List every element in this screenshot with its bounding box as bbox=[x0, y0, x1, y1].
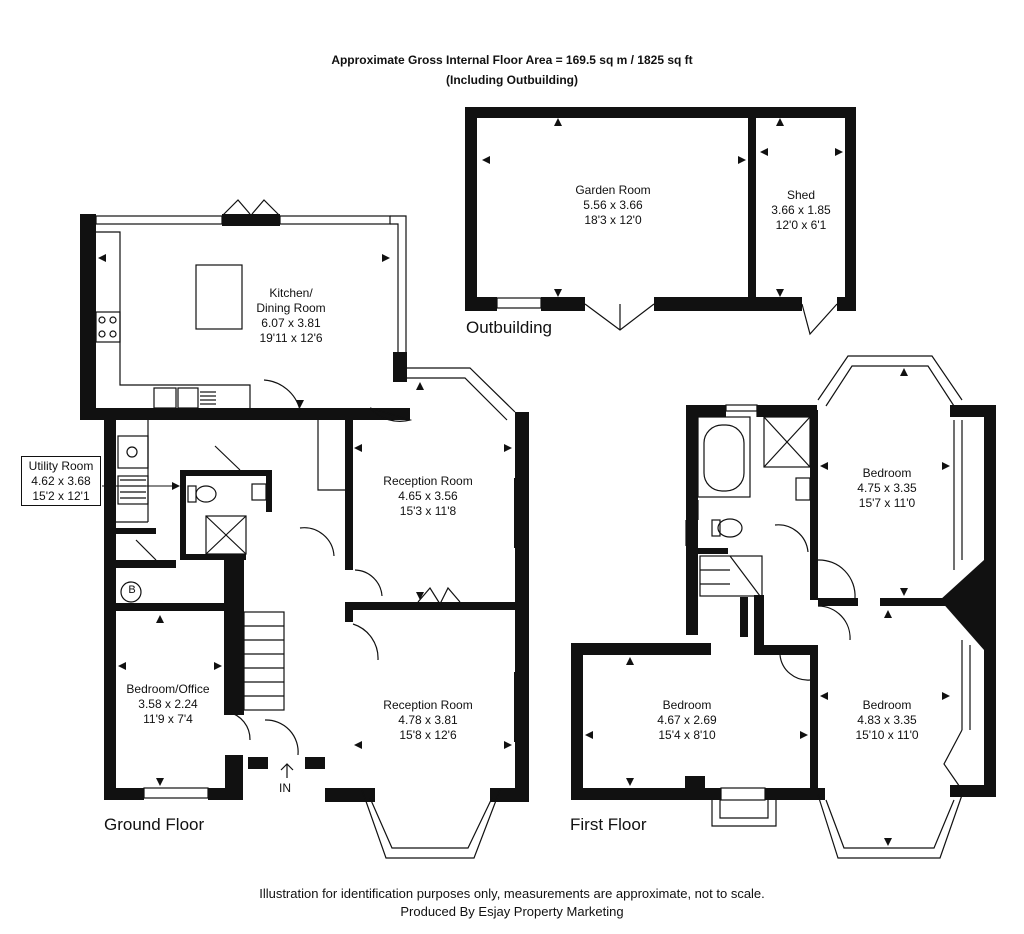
room-imperial: 15'4 x 8'10 bbox=[658, 728, 716, 742]
utility-room-label: Utility Room 4.62 x 3.68 15'2 x 12'1 bbox=[21, 456, 101, 506]
bedroom-top-right-label: Bedroom 4.75 x 3.35 15'7 x 11'0 bbox=[857, 466, 916, 511]
room-name: Bedroom bbox=[862, 466, 912, 480]
floor-area-subtitle: (Including Outbuilding) bbox=[446, 73, 578, 87]
room-metric: 4.65 x 3.56 bbox=[398, 489, 458, 503]
room-name: Bedroom/Office bbox=[126, 682, 210, 696]
reception-right-wall bbox=[515, 412, 529, 802]
room-imperial: 15'3 x 11'8 bbox=[399, 504, 457, 518]
floor-area-title: Approximate Gross Internal Floor Area = … bbox=[331, 53, 693, 67]
boiler-label: B bbox=[128, 584, 136, 596]
room-imperial: 15'7 x 11'0 bbox=[858, 496, 916, 510]
bedroom-left-label: Bedroom 4.67 x 2.69 15'4 x 8'10 bbox=[657, 698, 716, 743]
room-name: Kitchen/ bbox=[269, 286, 313, 300]
room-imperial: 15'10 x 11'0 bbox=[855, 728, 919, 742]
room-name: Garden Room bbox=[575, 183, 651, 197]
entrance-label: IN bbox=[279, 781, 291, 795]
reception-room-2-label: Reception Room 4.78 x 3.81 15'8 x 12'6 bbox=[383, 698, 472, 743]
room-imperial: 19'11 x 12'6 bbox=[259, 331, 323, 345]
room-name: Utility Room bbox=[28, 459, 94, 473]
ground-floor-heading: Ground Floor bbox=[104, 815, 205, 834]
room-name-2: Dining Room bbox=[256, 301, 326, 315]
room-metric: 4.83 x 3.35 bbox=[857, 713, 917, 727]
room-imperial: 15'8 x 12'6 bbox=[399, 728, 457, 742]
outbuilding-partition-wall bbox=[748, 107, 756, 297]
room-name: Bedroom bbox=[662, 698, 712, 712]
room-imperial: 12'0 x 6'1 bbox=[775, 218, 827, 232]
room-metric: 6.07 x 3.81 bbox=[261, 316, 321, 330]
room-metric: 4.78 x 3.81 bbox=[398, 713, 458, 727]
kitchen-label: Kitchen/ Dining Room 6.07 x 3.81 19'11 x… bbox=[256, 286, 325, 346]
outbuilding-heading: Outbuilding bbox=[466, 318, 553, 337]
room-name: Reception Room bbox=[383, 698, 473, 712]
room-metric: 3.66 x 1.85 bbox=[771, 203, 831, 217]
room-metric: 3.58 x 2.24 bbox=[138, 697, 198, 711]
first-floor-heading: First Floor bbox=[570, 815, 647, 834]
room-metric: 4.62 x 3.68 bbox=[31, 474, 91, 488]
entrance-arrow-icon bbox=[280, 763, 294, 778]
utility-pointer-arrow bbox=[102, 482, 180, 490]
room-imperial: 15'2 x 12'1 bbox=[32, 489, 90, 503]
room-name: Shed bbox=[786, 188, 816, 202]
room-name: Reception Room bbox=[383, 474, 473, 488]
kitchen-island bbox=[195, 264, 243, 330]
outbuilding-right-wall bbox=[845, 107, 856, 311]
kitchen-bottom-wall bbox=[80, 408, 410, 420]
room-imperial: 11'9 x 7'4 bbox=[143, 712, 193, 726]
producer-credit: Produced By Esjay Property Marketing bbox=[400, 904, 624, 919]
room-metric: 5.56 x 3.66 bbox=[583, 198, 643, 212]
room-metric: 4.67 x 2.69 bbox=[657, 713, 717, 727]
reception-room-1-label: Reception Room 4.65 x 3.56 15'3 x 11'8 bbox=[383, 474, 472, 519]
room-imperial: 18'3 x 12'0 bbox=[584, 213, 642, 227]
room-metric: 4.75 x 3.35 bbox=[857, 481, 917, 495]
bedroom-bottom-right-label: Bedroom 4.83 x 3.35 15'10 x 11'0 bbox=[855, 698, 918, 743]
bedroom-office-label: Bedroom/Office 3.58 x 2.24 11'9 x 7'4 bbox=[126, 682, 209, 727]
room-name: Bedroom bbox=[862, 698, 912, 712]
outbuilding-top-wall bbox=[465, 107, 856, 118]
garden-room-label: Garden Room 5.56 x 3.66 18'3 x 12'0 bbox=[575, 183, 650, 228]
outbuilding-left-wall bbox=[465, 107, 477, 311]
kitchen-left-wall bbox=[80, 214, 96, 418]
shed-label: Shed 3.66 x 1.85 12'0 x 6'1 bbox=[771, 188, 830, 233]
disclaimer-text: Illustration for identification purposes… bbox=[259, 886, 765, 901]
